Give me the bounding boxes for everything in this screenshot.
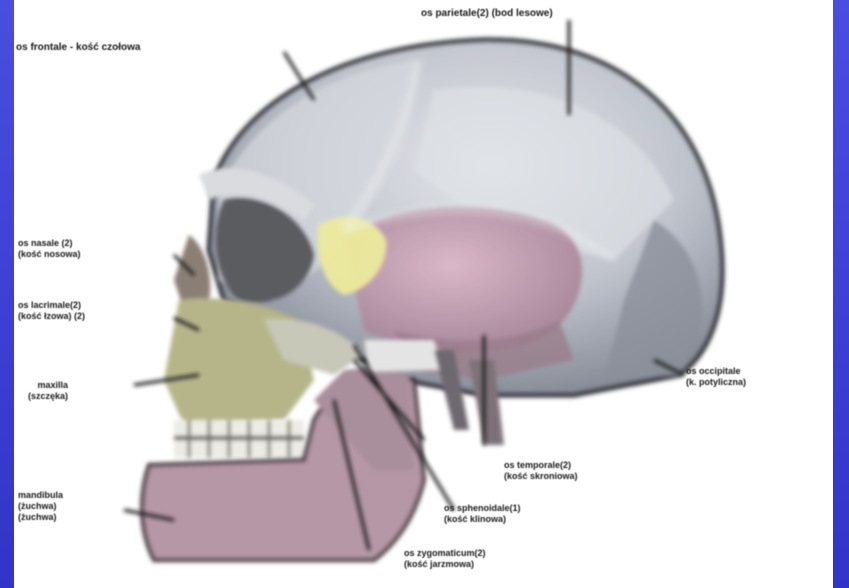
label-os-frontale: os frontale - kość czołowa xyxy=(16,42,140,53)
label-os-nasale: os nasale (2) (kość nosowa) xyxy=(18,238,81,260)
label-maxilla: maxilla (szczęka) xyxy=(28,380,68,402)
skull-drawing xyxy=(14,0,833,588)
label-mandibula: mandibula (żuchwa) (żuchwa) xyxy=(18,490,63,523)
slide-background-left xyxy=(0,0,14,588)
label-os-sphenoidale: os sphenoidale(1) (kość klinowa) xyxy=(444,503,521,525)
label-os-zygomaticum: os zygomaticum(2) (kość jarzmowa) xyxy=(404,548,486,570)
label-os-occipitale: os occipitale (k. potyliczna) xyxy=(686,366,746,388)
slide-background-right xyxy=(833,0,849,588)
skull-illustration: os parietale(2) (bod lesowe) os frontale… xyxy=(14,0,833,588)
label-os-temporale: os temporale(2) (kość skroniowa) xyxy=(504,460,578,482)
label-os-parietale: os parietale(2) (bod lesowe) xyxy=(421,8,553,19)
teeth-shape xyxy=(174,420,304,458)
label-os-lacrimale: os lacrimale(2) (kość łzowa) (2) xyxy=(18,300,85,322)
